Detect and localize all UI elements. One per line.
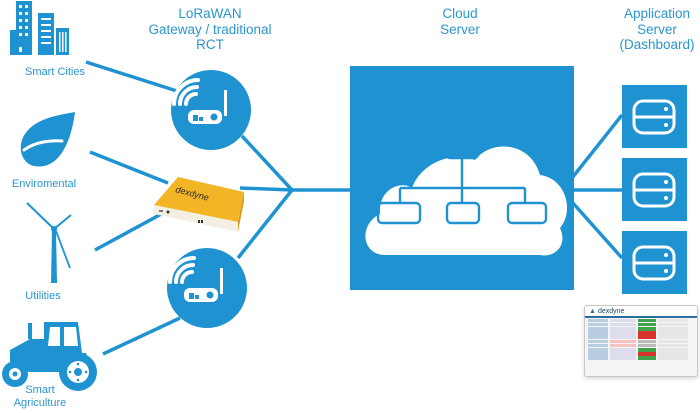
app-server-3[interactable] (622, 231, 687, 294)
line-cloud-server3 (570, 200, 624, 260)
dashboard-row (588, 352, 694, 356)
line-device-hub (239, 186, 293, 192)
title-line: Application (623, 6, 691, 21)
app-server-title: Application Server (Dashboard) (612, 6, 700, 53)
label-smart-cities: Smart Cities (25, 66, 85, 78)
dashboard-row (588, 347, 694, 352)
line-utilities-device (94, 210, 166, 252)
cloud-icon (365, 146, 568, 256)
dashboard-row (588, 318, 694, 323)
title-line: LoRaWAN (178, 6, 242, 21)
line-env-device (89, 150, 169, 185)
title-line: Server (637, 21, 677, 37)
title-line: (Dashboard) (619, 37, 695, 53)
lorawan-gateway-2[interactable] (167, 248, 247, 328)
antenna-icon (220, 268, 223, 294)
tractor-icon (2, 322, 97, 391)
title-line: Server (440, 21, 480, 37)
dashboard-row (588, 326, 694, 331)
antenna-icon (224, 90, 227, 116)
line-agri-gateway2 (102, 316, 181, 356)
line-cities-gateway1 (85, 60, 181, 94)
dashboard-header: ▲ dexdyne (585, 306, 697, 316)
app-server-1[interactable] (622, 85, 687, 148)
line-gateway2-hub (236, 188, 294, 260)
label-enviromental: Enviromental (11, 178, 77, 190)
dashboard-nav-bar (585, 316, 697, 318)
title-line: Cloud (442, 6, 478, 21)
dashboard-row (588, 335, 694, 339)
lorawan-gateway-1[interactable] (171, 70, 251, 150)
dashboard-row (588, 339, 694, 344)
label-utilities: Utilities (25, 290, 61, 302)
dashboard-row (588, 343, 694, 348)
city-buildings-icon (10, 1, 69, 55)
line-gateway1-hub (240, 134, 294, 192)
dexdyne-logo-icon: ▲ (589, 307, 596, 315)
dashboard-row (588, 356, 694, 360)
cloud-title: Cloud Server (420, 6, 500, 37)
hierarchy-icon (376, 136, 548, 225)
label-line: Smart (25, 384, 55, 396)
wind-turbine-icon (26, 202, 72, 283)
title-line: Gateway / traditional (148, 21, 272, 37)
label-line: Agriculture (13, 396, 67, 409)
label-smart-agriculture: Smart Agriculture (0, 384, 80, 409)
leaf-icon (20, 112, 75, 167)
cloud-server-block[interactable] (350, 66, 574, 290)
router-wifi-icon (168, 256, 196, 284)
dashboard-row (588, 331, 694, 335)
dexdyne-rct-device[interactable]: dexdyne (154, 177, 244, 232)
app-server-2[interactable] (622, 158, 687, 221)
router-wifi-icon (172, 78, 200, 106)
dashboard-row (588, 322, 694, 327)
line-cloud-server1 (570, 113, 624, 180)
connection-lines (85, 60, 624, 356)
title-line: RCT (196, 37, 224, 53)
gateway-title: LoRaWAN Gateway / traditional RCT (130, 6, 290, 53)
dashboard-thumbnail[interactable]: ▲ dexdyne (584, 305, 698, 377)
dashboard-brand: dexdyne (597, 307, 625, 315)
